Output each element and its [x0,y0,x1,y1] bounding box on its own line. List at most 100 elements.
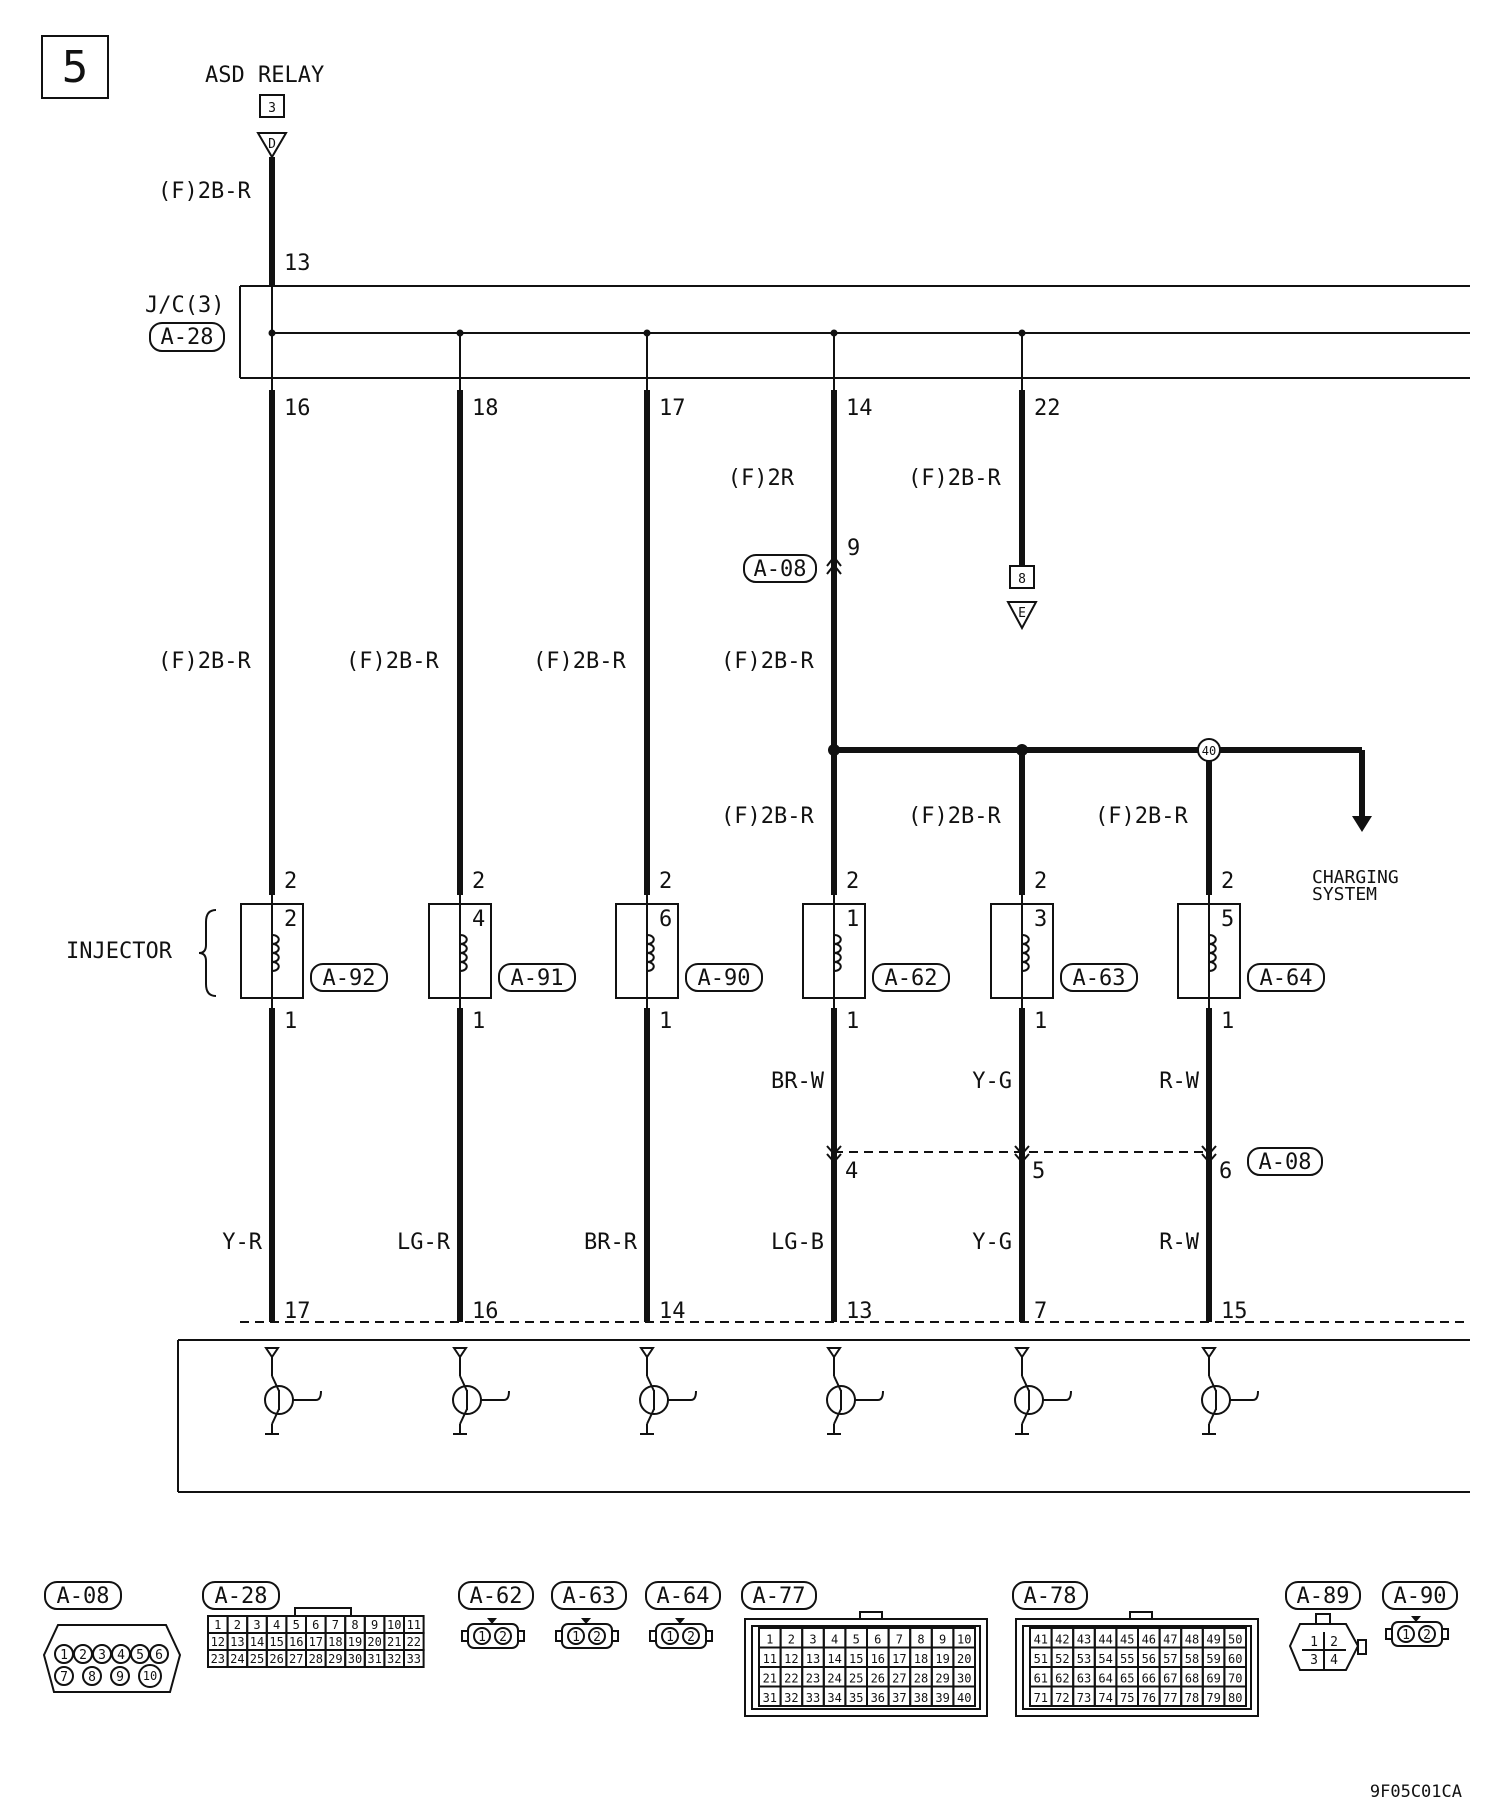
pin-number: 27 [892,1672,906,1686]
pin-number: 16 [289,1635,303,1649]
intermediate-pin: 6 [1219,1159,1232,1184]
pin-number: 72 [1055,1691,1069,1705]
connector-view-a89: A-89 1 2 3 4 [1285,1581,1367,1671]
pin-number: 22 [407,1635,421,1649]
pin-number: 8 [917,1633,924,1647]
solenoid-coil-icon [646,934,655,972]
pin-number: 76 [1142,1691,1156,1705]
connector-view-label: A-77 [753,1584,806,1609]
ecm-pin: 13 [846,1299,873,1324]
pin-number: 20 [367,1635,381,1649]
pin-number: 63 [1077,1672,1091,1686]
injector-pin-out: 1 [1034,1009,1047,1034]
pin-number: 25 [849,1672,863,1686]
injector-a91: 2 4 A-91 1 [428,869,576,1034]
connector-view-label: A-62 [470,1584,523,1609]
intermediate-pin: 4 [845,1159,858,1184]
injector-pin-in: 2 [472,869,485,894]
injector-connector-id: A-91 [511,966,564,991]
pin-number: 8 [351,1618,358,1632]
injector-a64: 2 5 A-64 1 [1177,869,1325,1034]
injector-connector-id: A-64 [1260,966,1313,991]
pin-number: 75 [1120,1691,1134,1705]
transistor-icon [264,1347,322,1435]
pin-number: 13 [806,1652,820,1666]
pin-number: 21 [763,1672,777,1686]
pin-number: 74 [1098,1691,1112,1705]
pin-number: 4 [831,1633,838,1647]
pin-number: 45 [1120,1633,1134,1647]
pin-number: 14 [827,1652,841,1666]
pin-number: 61 [1034,1672,1048,1686]
page-number: 5 [62,42,89,93]
injector-a90: 2 6 A-90 1 [615,869,763,1034]
pin-number: 23 [806,1672,820,1686]
pin-number: 10 [387,1618,401,1632]
injector-group-label: INJECTOR [66,939,173,964]
injector-number: 3 [1034,907,1047,932]
pin-number: 10 [143,1669,157,1683]
pin-number: 48 [1185,1633,1199,1647]
pin-number: 44 [1098,1633,1112,1647]
pin-number: 24 [230,1652,244,1666]
pin-number: 14 [250,1635,264,1649]
pin-number: 1 [1402,1628,1410,1643]
wire-label: (F)2B-R [346,649,439,674]
pin-number: 5 [293,1618,300,1632]
pin-number: 67 [1163,1672,1177,1686]
pin-number: 3 [98,1648,106,1663]
pin-number: 2 [788,1633,795,1647]
pin-number: 42 [1055,1633,1069,1647]
injector-pin-in: 2 [284,869,297,894]
pin-number: 58 [1185,1652,1199,1666]
connector-view-a62: A-62 1 2 [458,1581,534,1649]
pin-number: 1 [666,1630,674,1645]
pin-number: 2 [1330,1635,1338,1650]
pin-number: 22 [784,1672,798,1686]
wire-label: (F)2B-R [533,649,626,674]
pin-number: 79 [1206,1691,1220,1705]
injector-number: 2 [284,907,297,932]
pin-number: 30 [957,1672,971,1686]
pin-number: 2 [593,1630,601,1645]
junction-connector-badge [149,322,225,352]
intermediate-connector-id: A-08 [1259,1150,1312,1175]
injector-number: 1 [846,907,859,932]
asd-relay-label: ASD RELAY [205,63,324,88]
pin-number: 27 [289,1652,303,1666]
pin-number: 57 [1163,1652,1177,1666]
pin-number: 15 [849,1652,863,1666]
wire-label: BR-R [584,1230,638,1255]
pin-number: 13 [230,1635,244,1649]
pin-number: 69 [1206,1672,1220,1686]
pin-number: 9 [939,1633,946,1647]
mid-connector-badge [743,554,817,583]
pin-number: 56 [1142,1652,1156,1666]
wire-label: Y-R [222,1230,262,1255]
injector-connector-id: A-62 [885,966,938,991]
splice-number: 40 [1202,744,1216,758]
injector-connector-badge [872,963,950,992]
pin-number: 20 [957,1652,971,1666]
pin-number: 1 [214,1618,221,1632]
injector-connector-id: A-92 [323,966,376,991]
mid-connector-pin: 9 [847,536,860,561]
jc-output-pin: 22 [1034,396,1061,421]
pin-number: 1 [60,1648,68,1663]
pin-number: 2 [234,1618,241,1632]
pin-number: 17 [892,1652,906,1666]
injector-pin-in: 2 [1221,869,1234,894]
connector-view-a63: A-63 1 2 [551,1581,627,1649]
pin-number: 18 [328,1635,342,1649]
connector-view-label: A-90 [1394,1584,1447,1609]
pin-number: 36 [871,1691,885,1705]
pin-number: 31 [763,1691,777,1705]
solenoid-coil-icon [1208,934,1217,972]
connector-arrow-icon [826,1145,842,1164]
wire-label: (F)2B-R [1095,804,1188,829]
wire-label: R-W [1159,1069,1199,1094]
pin-number: 8 [88,1670,96,1685]
pin-number: 7 [896,1633,903,1647]
pin-number: 65 [1120,1672,1134,1686]
